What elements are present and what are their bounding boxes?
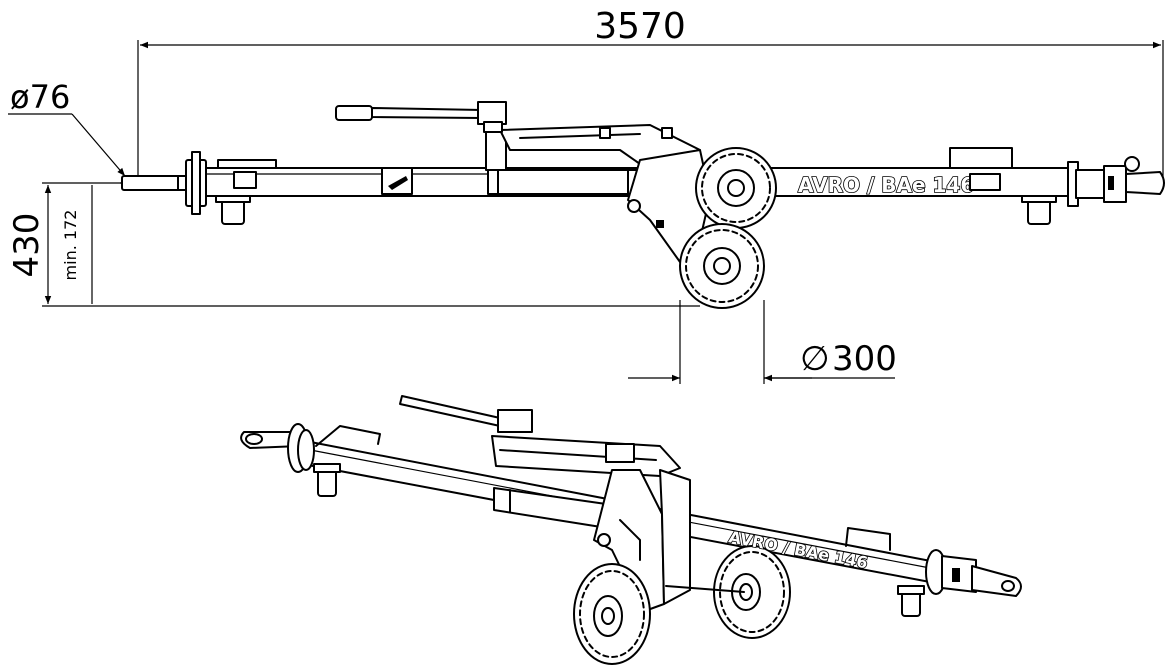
iso-frame-plate xyxy=(593,469,691,613)
rear-pad xyxy=(1021,195,1057,225)
iso-towing-eye xyxy=(240,423,315,473)
iso-rear-pad xyxy=(897,585,925,617)
towing-eye xyxy=(121,151,207,215)
wheel-diameter-label: 300 xyxy=(832,339,897,379)
iso-wheel-left xyxy=(573,563,651,665)
front-handle xyxy=(215,159,277,225)
side-view-towbar: AVRO / BAe 146 xyxy=(120,101,1165,309)
height-label: 430 xyxy=(7,213,47,278)
rear-handle xyxy=(949,147,1013,169)
overall-length-label: 3570 xyxy=(594,6,686,47)
iso-wheel-right xyxy=(665,545,791,639)
rear-head xyxy=(1067,156,1165,207)
info-plate xyxy=(381,167,413,195)
side-view-stamp-label: AVRO / BAe 146 xyxy=(798,173,974,197)
dimension-wheel-diameter: ∅ 300 xyxy=(628,300,897,384)
wheel-upper xyxy=(695,147,777,229)
iso-hydraulic xyxy=(399,395,681,531)
iso-rear-head xyxy=(925,549,1022,597)
min-height-label: min. 172 xyxy=(61,210,80,281)
dimension-eye-diameter: ø76 xyxy=(8,78,126,177)
iso-front-handle xyxy=(313,425,381,497)
side-stamp: AVRO / BAe 146 xyxy=(797,172,1001,198)
wheel-diameter-symbol: ∅ xyxy=(800,339,830,379)
dimension-height: 430 min. 172 xyxy=(7,182,700,307)
eye-diameter-label: ø76 xyxy=(10,78,70,116)
isometric-view-towbar: AVRO / BAe 146 xyxy=(240,395,1022,665)
dimension-overall-length: 3570 xyxy=(137,6,1164,180)
wheel-lower xyxy=(679,223,765,309)
iso-rear-handle xyxy=(845,527,891,551)
